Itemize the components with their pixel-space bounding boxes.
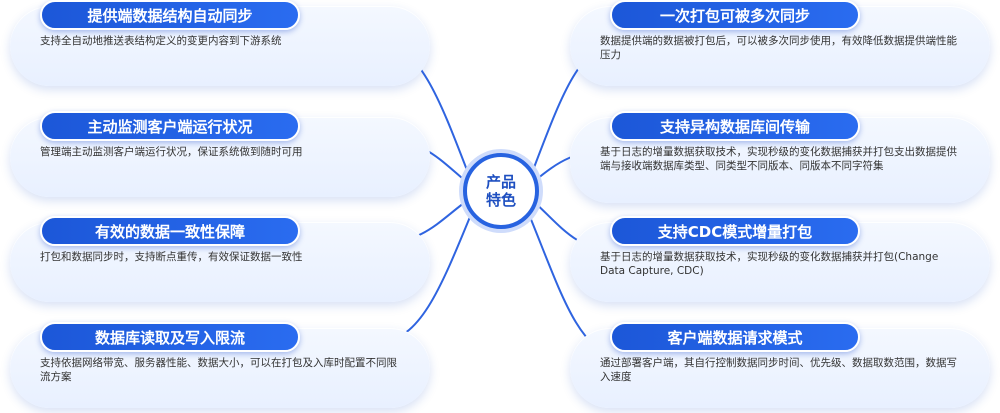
- feature-card-cdc: 支持CDC模式增量打包 基于日志的增量数据获取技术，实现秒级的变化数据捕获并打包…: [570, 216, 990, 302]
- feature-title: 一次打包可被多次同步: [610, 0, 860, 30]
- feature-title: 有效的数据一致性保障: [40, 216, 300, 246]
- feature-card-package-once: 一次打包可被多次同步 数据提供端的数据被打包后，可以被多次同步使用，有效降低数据…: [570, 0, 990, 86]
- feature-description: 数据提供端的数据被打包后，可以被多次同步使用，有效降低数据提供端性能压力: [600, 35, 957, 61]
- hub-label-line2: 特色: [485, 191, 516, 209]
- feature-description: 基于日志的增量数据获取技术，实现秒级的变化数据捕获并打包支出数据提供端与接收端数…: [600, 146, 957, 172]
- feature-description: 支持依据网络带宽、服务器性能、数据大小，可以在打包及入库时配置不同限流方案: [40, 357, 397, 383]
- feature-title: 数据库读取及写入限流: [40, 322, 300, 352]
- feature-card-heterogeneous-db: 支持异构数据库间传输 基于日志的增量数据获取技术，实现秒级的变化数据捕获并打包支…: [570, 111, 990, 203]
- feature-card-schema-sync: 提供端数据结构自动同步 支持全自动地推送表结构定义的变更内容到下游系统: [10, 0, 430, 86]
- feature-title: 支持CDC模式增量打包: [610, 216, 860, 246]
- feature-title: 客户端数据请求模式: [610, 322, 860, 352]
- feature-description: 打包和数据同步时，支持断点重传，有效保证数据一致性: [40, 251, 303, 263]
- feature-card-rate-limit: 数据库读取及写入限流 支持依据网络带宽、服务器性能、数据大小，可以在打包及入库时…: [10, 322, 430, 408]
- feature-description: 支持全自动地推送表结构定义的变更内容到下游系统: [40, 35, 282, 47]
- feature-title: 支持异构数据库间传输: [610, 111, 860, 141]
- hub-label-line1: 产品: [485, 173, 516, 191]
- feature-description: 管理端主动监测客户端运行状况，保证系统做到随时可用: [40, 146, 303, 158]
- feature-card-data-consistency: 有效的数据一致性保障 打包和数据同步时，支持断点重传，有效保证数据一致性: [10, 216, 430, 302]
- feature-description: 基于日志的增量数据获取技术，实现秒级的变化数据捕获并打包(Change Data…: [600, 251, 939, 277]
- feature-card-client-monitor: 主动监测客户端运行状况 管理端主动监测客户端运行状况，保证系统做到随时可用: [10, 111, 430, 197]
- feature-description: 通过部署客户端，其自行控制数据同步时间、优先级、数据取数范围，数据写入速度: [600, 357, 957, 383]
- feature-card-client-request: 客户端数据请求模式 通过部署客户端，其自行控制数据同步时间、优先级、数据取数范围…: [570, 322, 990, 408]
- feature-title: 提供端数据结构自动同步: [40, 0, 300, 30]
- feature-title: 主动监测客户端运行状况: [40, 111, 300, 141]
- product-features-hub: 产品 特色: [463, 153, 539, 229]
